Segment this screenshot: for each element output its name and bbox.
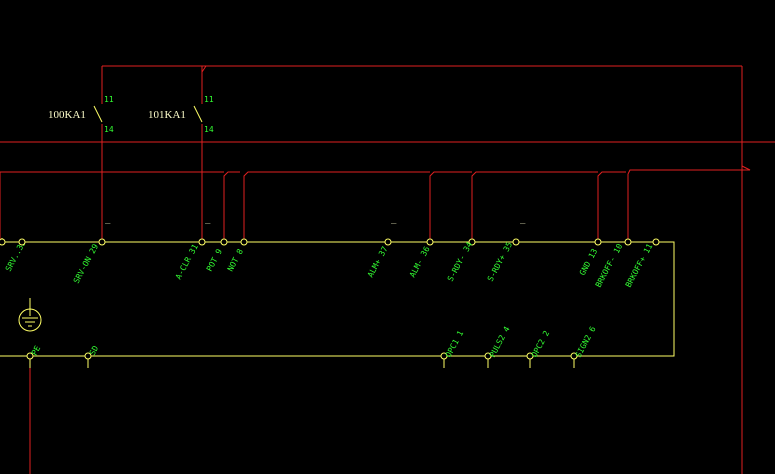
terminal-node — [468, 238, 476, 246]
terminal-brkoff-plus[interactable]: BRKOFF+ 11 — [624, 238, 660, 289]
terminal-sd[interactable]: SD — [84, 344, 101, 368]
terminal-a-clr[interactable]: A-CLR 31 — [174, 238, 206, 281]
terminal-label: SD — [88, 344, 101, 357]
terminal-label: NOT 8 — [226, 247, 245, 273]
relay2-pin-top: 11 — [204, 95, 214, 104]
terminal-node — [512, 238, 520, 246]
bottom-terminal-row: PE SD OPC1 1 PULS2 4 OPC2 2 SIGN2 6 — [26, 325, 598, 368]
terminal-opc1[interactable]: OPC1 1 — [440, 329, 466, 368]
terminal-node — [18, 238, 26, 246]
relay2-contact — [193, 105, 203, 123]
terminal-label: POT 9 — [205, 247, 224, 273]
terminal-label: BRKOFF- 10 — [594, 242, 625, 289]
terminal-label: PULS2 4 — [488, 325, 512, 359]
relay1-contact — [93, 105, 103, 123]
terminal-label: SRV-ON 29 — [72, 242, 100, 285]
terminal-node — [220, 238, 228, 246]
terminal-label: S-RDY- 34 — [446, 240, 474, 283]
relay2-name: 101KA1 — [148, 109, 186, 121]
link-alm — [429, 171, 472, 242]
dash-mark: _ — [391, 215, 397, 225]
terminal-label: A-CLR 31 — [174, 243, 200, 281]
dash-mark: _ — [205, 215, 211, 225]
terminal-srv-on[interactable]: SRV-ON 29 — [18, 238, 106, 285]
terminal-label: GND 13 — [578, 247, 600, 277]
terminal-label: ALM+ 37 — [366, 245, 390, 279]
link-srdy — [471, 171, 598, 242]
terminal-opc2[interactable]: OPC2 2 — [526, 329, 552, 368]
link-left — [0, 171, 224, 242]
terminal-not[interactable]: NOT 8 — [226, 238, 248, 273]
terminal-node — [384, 238, 392, 246]
relay2-wire-top — [201, 65, 207, 74]
relay-101ka1[interactable]: 101KA1 11 14 — [148, 95, 214, 134]
relay-100ka1[interactable]: 100KA1 11 14 — [48, 95, 114, 134]
terminal-node — [426, 238, 434, 246]
terminal-label: BRKOFF+ 11 — [624, 242, 655, 289]
top-terminal-row: SRV..33 SRV-ON 29 A-CLR 31 POT 9 NOT 8 A… — [0, 238, 660, 289]
relay1-pin-bottom: 14 — [104, 125, 114, 134]
relay2-pin-bottom: 14 — [204, 125, 214, 134]
terminal-label: OPC1 1 — [444, 329, 466, 359]
terminal-node — [98, 238, 106, 246]
right-wire-jog — [627, 165, 751, 175]
terminal-node — [240, 238, 248, 246]
terminal-puls2[interactable]: PULS2 4 — [484, 325, 512, 368]
link-gnd — [597, 171, 626, 242]
terminal-alm-minus[interactable]: ALM- 36 — [408, 238, 434, 279]
link-not — [243, 171, 430, 242]
terminal-label: OPC2 2 — [530, 329, 552, 359]
terminal-node — [198, 238, 206, 246]
terminal-label: S-RDY+ 35 — [486, 240, 514, 283]
driver-outline — [0, 241, 675, 357]
ground-icon — [18, 298, 42, 332]
link-pot — [223, 171, 240, 242]
dash-mark: _ — [105, 215, 111, 225]
terminal-label: ALM- 36 — [408, 245, 432, 279]
terminal-alm-plus[interactable]: ALM+ 37 — [366, 238, 392, 279]
dash-mark: _ — [520, 215, 526, 225]
terminal-label: PE — [30, 344, 43, 357]
terminal-node — [624, 238, 632, 246]
wiring — [0, 65, 775, 474]
ground-ring — [18, 308, 42, 332]
terminal-pe[interactable]: PE — [26, 344, 43, 368]
terminal-sign2[interactable]: SIGN2 6 — [570, 325, 598, 368]
relay1-name: 100KA1 — [48, 109, 86, 121]
terminal-gnd[interactable]: GND 13 — [578, 238, 602, 277]
terminal-s-rdy-minus[interactable]: S-RDY- 34 — [446, 238, 476, 283]
relay1-pin-top: 11 — [104, 95, 114, 104]
terminal-node — [0, 238, 6, 246]
servo-driver-block — [0, 241, 675, 357]
terminal-pot[interactable]: POT 9 — [205, 238, 228, 273]
terminal-label: SIGN2 6 — [574, 325, 598, 359]
terminal-s-rdy-plus[interactable]: S-RDY+ 35 — [486, 238, 520, 283]
terminal-node — [652, 238, 660, 246]
terminal-node — [594, 238, 602, 246]
